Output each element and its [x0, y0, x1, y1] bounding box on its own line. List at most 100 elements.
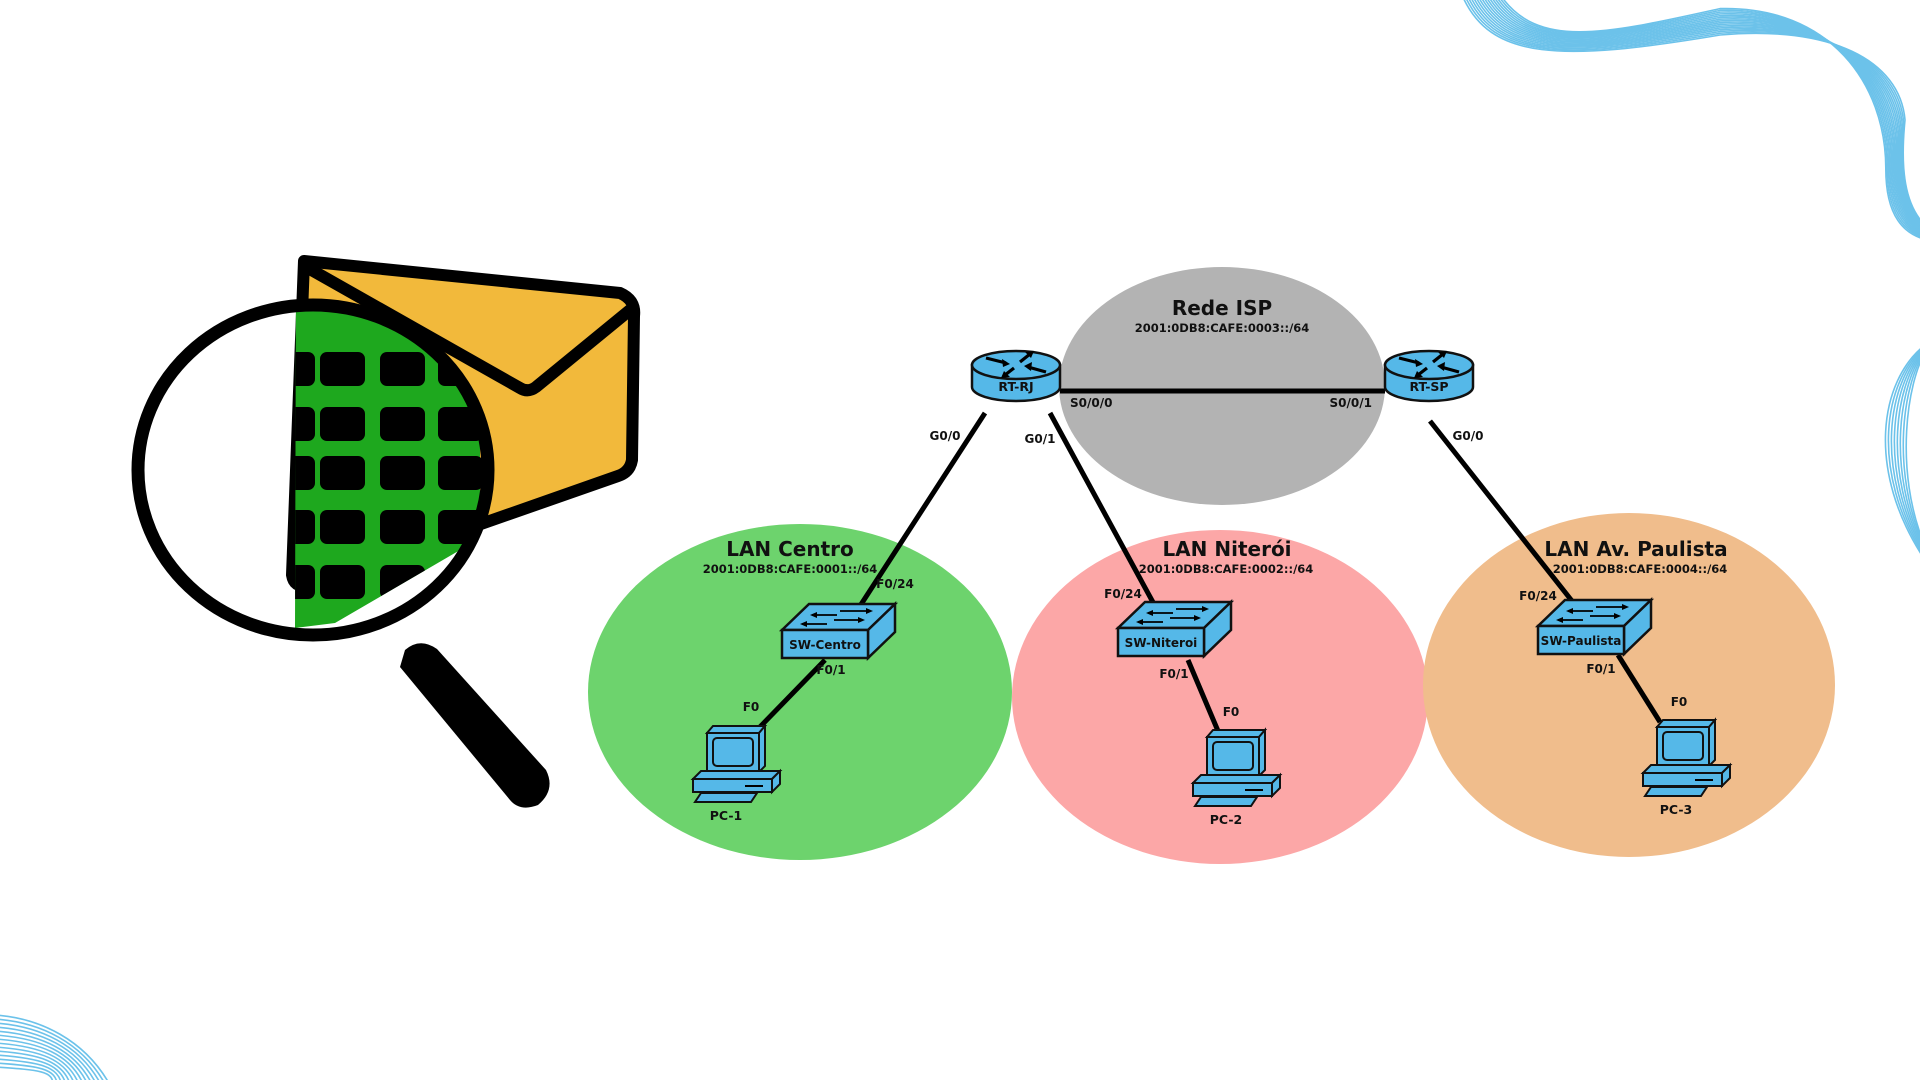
router-label: RT-SP: [1409, 379, 1448, 394]
switch-sw-centro[interactable]: SW-Centro: [778, 601, 899, 661]
zone-prefix-centro: 2001:0DB8:CAFE:0001::/64: [703, 562, 878, 576]
grid-cell: [320, 352, 365, 386]
port-label-pc-3: F0: [1671, 695, 1688, 709]
wave-line: [1887, 349, 1920, 552]
port-label-rt-rj: S0/0/0: [1070, 396, 1112, 410]
zone-prefix-isp: 2001:0DB8:CAFE:0003::/64: [1135, 321, 1310, 335]
port-label-sw-centro: F0/1: [816, 663, 845, 677]
pc-pc-1[interactable]: PC-1: [690, 723, 783, 823]
monitor-top: [1654, 719, 1718, 728]
link-sw-centro-pc-1[interactable]: [754, 658, 827, 733]
switch-arrowheads: [1556, 604, 1629, 623]
grid-cell: [380, 456, 425, 490]
router-rt-sp[interactable]: RT-SP: [1383, 349, 1475, 403]
wave-line: [0, 1026, 95, 1080]
wave-line: [1468, 0, 1920, 223]
switch-arrowheads: [800, 608, 873, 627]
zone-title-paulista: LAN Av. Paulista: [1544, 537, 1727, 561]
decorative-wave-top-right: [1463, 0, 1920, 239]
grid-cell: [320, 407, 365, 441]
wave-line: [0, 1062, 58, 1080]
monitor-screen: [712, 737, 754, 767]
monitor-top: [704, 725, 768, 734]
router-arrowheads: [1414, 351, 1447, 378]
port-label-sw-paulista: F0/24: [1519, 589, 1557, 603]
wave-line: [1890, 351, 1920, 549]
wave-line: [1463, 0, 1920, 221]
grid-cell: [320, 510, 365, 544]
grid-cell: [438, 456, 483, 490]
switch-front: [1536, 624, 1626, 656]
port-label-sw-niteroi: F0/24: [1104, 587, 1142, 601]
switch-front: [1116, 626, 1206, 658]
wave-line: [1884, 348, 1920, 554]
decorative-wave-bottom-left: [0, 1014, 108, 1080]
pc-label: PC-3: [1660, 802, 1693, 817]
wave-line: [1503, 0, 1920, 239]
link-rt-sp-sw-paulista[interactable]: [1428, 419, 1574, 603]
switch-label: SW-Niteroi: [1125, 636, 1198, 650]
keyboard: [1193, 796, 1259, 807]
wave-line: [0, 1046, 74, 1080]
grid-cell: [320, 456, 365, 490]
wave-line: [1471, 0, 1920, 225]
port-label-rt-rj: G0/1: [1025, 432, 1056, 446]
port-label-rt-sp: G0/0: [1453, 429, 1484, 443]
envelope-flap: [302, 262, 636, 397]
zones: [588, 267, 1835, 864]
switch-front: [780, 628, 870, 660]
zone-prefix-paulista: 2001:0DB8:CAFE:0004::/64: [1553, 562, 1728, 576]
switch-label: SW-Paulista: [1541, 634, 1622, 648]
grid-cell: [295, 565, 315, 599]
monitor-top: [1204, 729, 1268, 738]
zone-title-isp: Rede ISP: [1172, 296, 1272, 320]
router-top: [970, 349, 1062, 381]
wave-line: [1893, 352, 1920, 547]
port-label-rt-rj: G0/0: [930, 429, 961, 443]
router-rt-rj[interactable]: RT-RJ: [970, 349, 1062, 403]
zone-niteroi: [1012, 530, 1428, 864]
links: [754, 388, 1663, 733]
switch-sw-niteroi[interactable]: SW-Niteroi: [1114, 599, 1235, 659]
wave-line: [0, 1066, 54, 1080]
magnifier-lens-ring: [131, 298, 495, 642]
wave-line: [0, 1054, 66, 1080]
email-inspection-magnifier-icon: [131, 255, 641, 808]
grid-cell: [295, 510, 315, 544]
switch-sw-paulista[interactable]: SW-Paulista: [1534, 597, 1655, 657]
port-label-sw-centro: F0/24: [876, 577, 914, 591]
magnifier-handle: [400, 643, 550, 808]
wave-line: [0, 1042, 78, 1080]
wave-line: [0, 1018, 104, 1080]
link-rt-rj-sw-centro[interactable]: [857, 411, 988, 608]
wave-line: [0, 1014, 108, 1080]
wave-line: [1476, 0, 1920, 227]
zone-paulista: [1423, 513, 1835, 857]
base-top: [1640, 764, 1733, 774]
wave-line: [0, 1038, 82, 1080]
link-sw-paulista-pc-3[interactable]: [1615, 653, 1663, 724]
wave-line: [0, 1050, 70, 1080]
router-top: [1383, 349, 1475, 381]
base-top: [690, 770, 783, 780]
port-label-pc-2: F0: [1223, 705, 1240, 719]
zone-centro: [588, 524, 1012, 860]
base-top: [1190, 774, 1283, 784]
monitor-screen: [1212, 741, 1254, 771]
zone-prefix-niteroi: 2001:0DB8:CAFE:0002::/64: [1139, 562, 1314, 576]
wave-line: [0, 1022, 100, 1080]
keyboard: [1643, 786, 1709, 797]
pc-pc-3[interactable]: PC-3: [1640, 717, 1733, 817]
pc-pc-2[interactable]: PC-2: [1190, 727, 1283, 827]
wave-line: [1482, 0, 1920, 229]
link-sw-niteroi-pc-2[interactable]: [1185, 659, 1221, 732]
grid-cell: [295, 407, 315, 441]
grid-cell: [380, 407, 425, 441]
router-label: RT-RJ: [998, 379, 1033, 394]
grid-cell: [295, 456, 315, 490]
wave-line: [1896, 354, 1920, 544]
grid-cell: [295, 352, 315, 386]
link-rt-rj-sw-niteroi[interactable]: [1047, 411, 1158, 608]
